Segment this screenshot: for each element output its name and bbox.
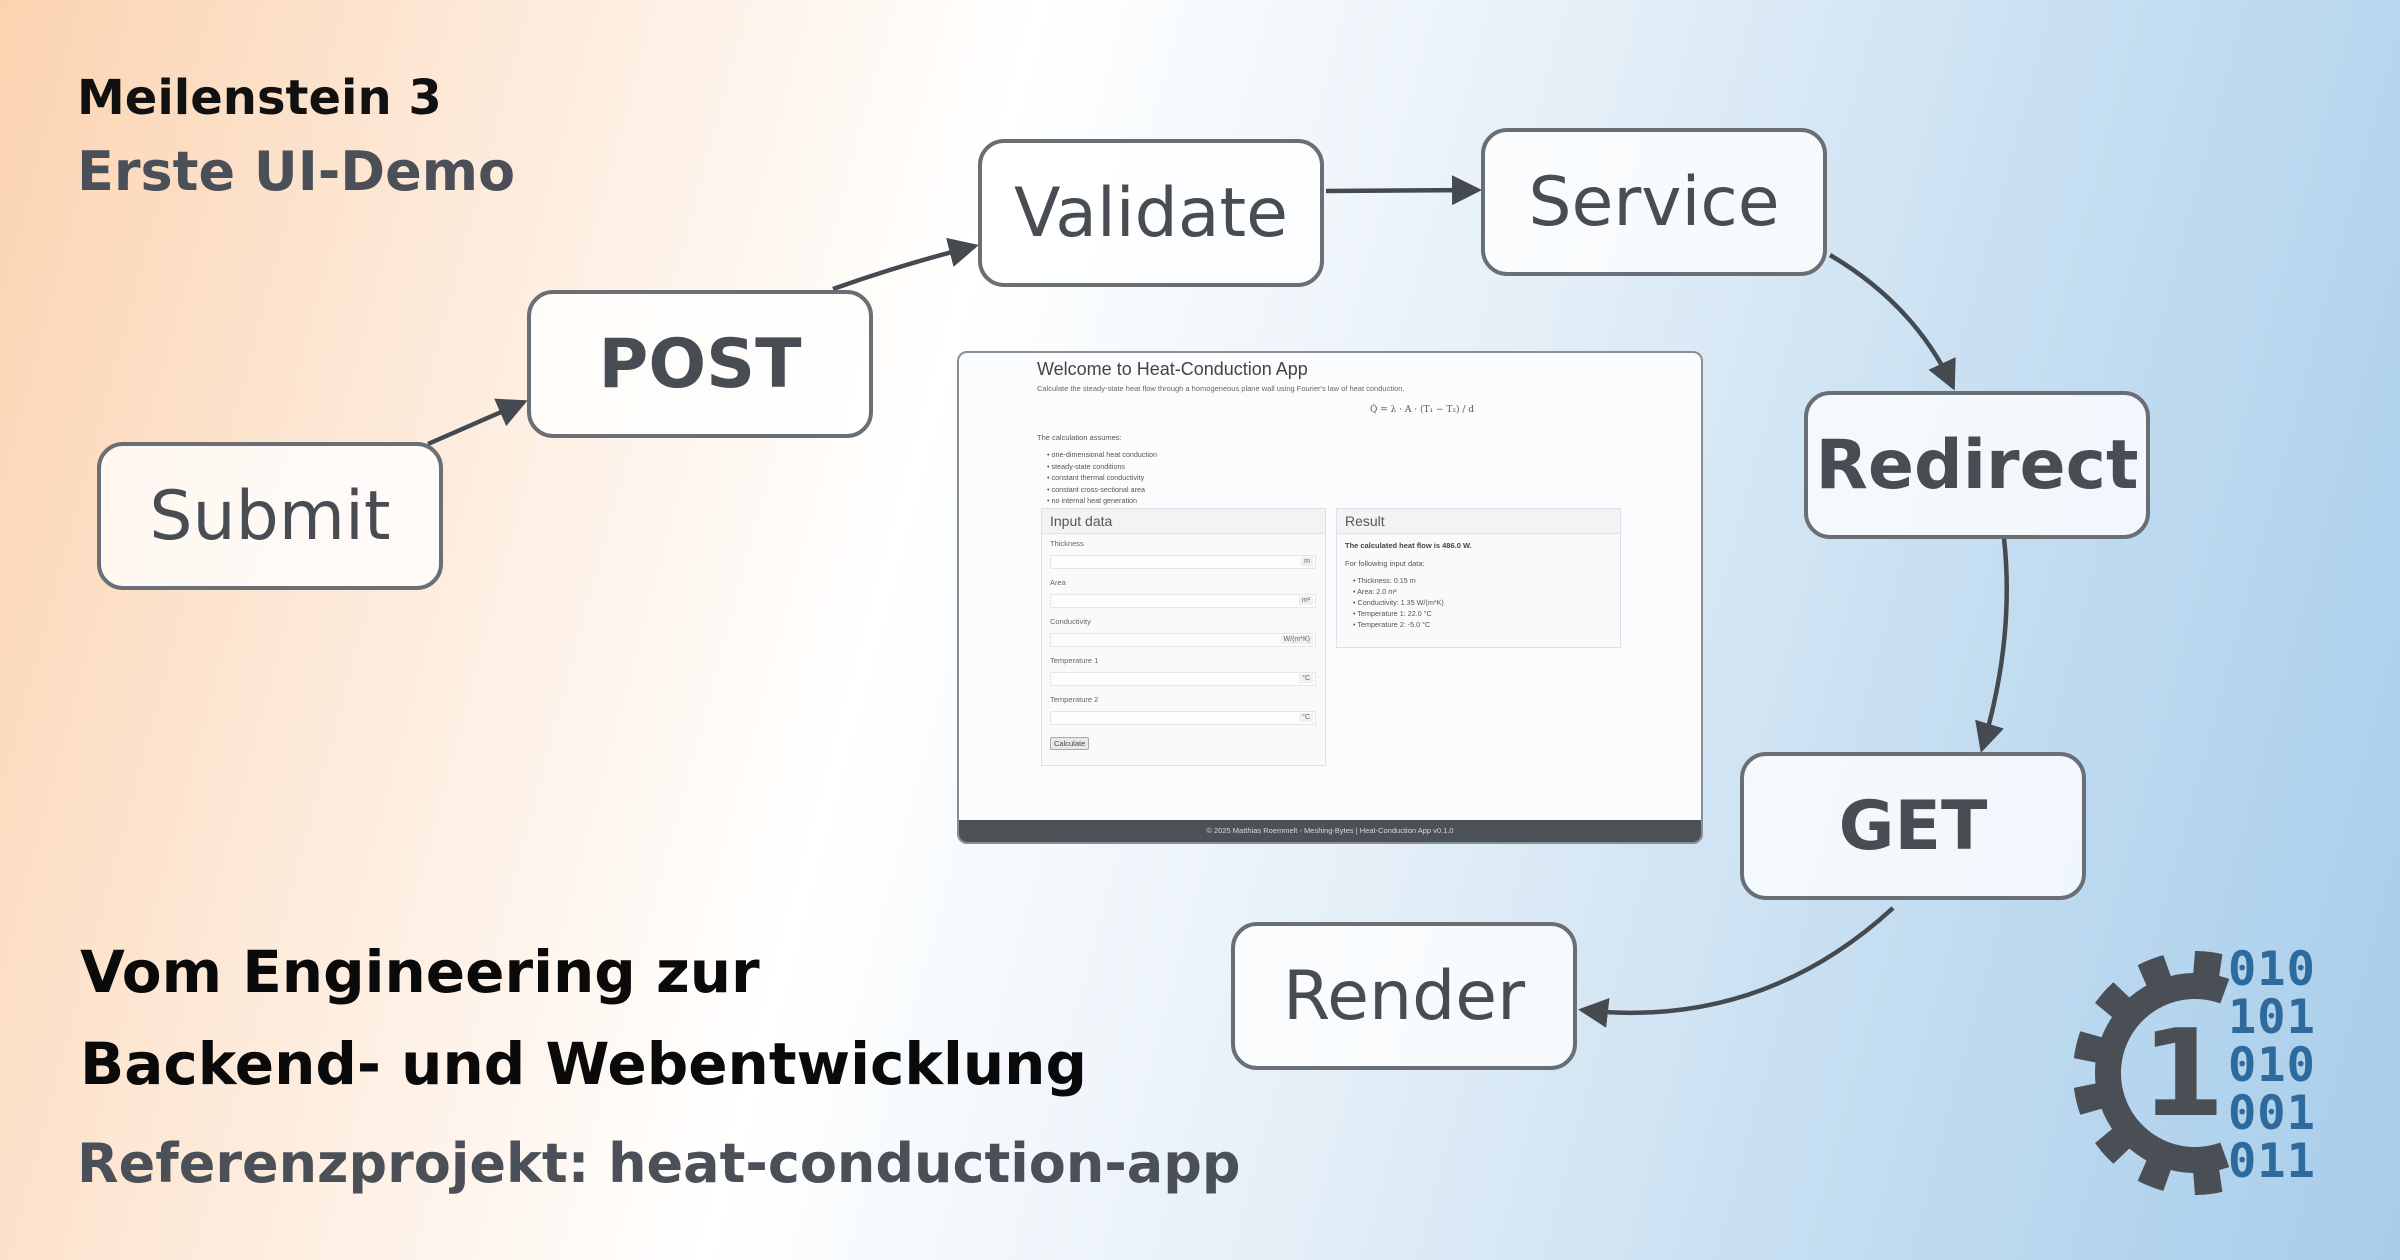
result-value: The calculated heat flow is 486.0 W. bbox=[1345, 541, 1472, 550]
unit-label: °C bbox=[1299, 674, 1313, 683]
unit-label: m² bbox=[1298, 596, 1313, 605]
app-footer: © 2025 Matthias Roemmelt - Meshing-Bytes… bbox=[959, 820, 1701, 842]
input-panel-heading: Input data bbox=[1042, 509, 1325, 534]
list-item: constant thermal conductivity bbox=[1047, 472, 1157, 484]
node-service: Service bbox=[1481, 128, 1827, 276]
list-item: Temperature 1: 22.0 °C bbox=[1353, 608, 1444, 619]
list-item: one-dimensional heat conduction bbox=[1047, 449, 1158, 461]
arrow-get-render bbox=[1578, 906, 1895, 1028]
result-following: For following input data: bbox=[1345, 559, 1425, 568]
formula: Q̇ = λ · A · (T₁ − T₂) / d bbox=[1370, 405, 1475, 415]
main-title-line-1: Vom Engineering zur bbox=[80, 938, 760, 1006]
unit-label: W/(m*K) bbox=[1280, 635, 1313, 644]
node-submit: Submit bbox=[97, 442, 443, 590]
list-item: no internal heat generation bbox=[1047, 495, 1157, 507]
field-label-conductivity: Conductivity bbox=[1050, 617, 1091, 626]
result-list: Thickness: 0.15 m Area: 2.0 m² Conductiv… bbox=[1353, 575, 1444, 630]
app-title: Welcome to Heat-Conduction App bbox=[1037, 359, 1308, 379]
list-item: Conductivity: 1.35 W/(m*K) bbox=[1353, 597, 1444, 608]
arrow-post-validate bbox=[832, 237, 979, 292]
calculate-button[interactable]: Calculate bbox=[1050, 737, 1090, 750]
app-description: Calculate the steady-state heat flow thr… bbox=[1037, 384, 1405, 393]
node-validate-label: Validate bbox=[1013, 173, 1289, 253]
node-redirect: Redirect bbox=[1804, 391, 2150, 539]
result-panel: Result The calculated heat flow is 486.0… bbox=[1336, 508, 1621, 648]
node-get: GET bbox=[1740, 752, 2086, 900]
main-title-line-2: Backend- und Webentwicklung bbox=[80, 1030, 1087, 1098]
node-post-label: POST bbox=[598, 324, 802, 404]
milestone-label: Meilenstein 3 bbox=[77, 70, 442, 126]
result-panel-heading: Result bbox=[1337, 509, 1620, 534]
field-label-temperature-1: Temperature 1 bbox=[1050, 656, 1099, 665]
node-render-label: Render bbox=[1282, 956, 1526, 1036]
area-input[interactable]: m² bbox=[1050, 594, 1316, 608]
arrow-validate-service bbox=[1325, 175, 1482, 206]
field-label-area: Area bbox=[1050, 578, 1066, 587]
field-label-thickness: Thickness bbox=[1050, 539, 1084, 548]
app-screenshot: Welcome to Heat-Conduction App Calculate… bbox=[957, 351, 1703, 844]
list-item: Temperature 2: -5.0 °C bbox=[1353, 619, 1444, 630]
reference-project: Referenzprojekt: heat-conduction-app bbox=[77, 1132, 1241, 1195]
temperature-2-input[interactable]: °C bbox=[1050, 711, 1316, 725]
bit-row: 011 bbox=[2228, 1134, 2316, 1189]
field-label-temperature-2: Temperature 2 bbox=[1050, 695, 1099, 704]
assumptions-label: The calculation assumes: bbox=[1037, 433, 1122, 442]
list-item: constant cross-sectional area bbox=[1047, 484, 1157, 496]
thickness-input[interactable]: m bbox=[1050, 555, 1316, 569]
assumptions-list: one-dimensional heat conduction steady-s… bbox=[1047, 449, 1158, 507]
gear-logo-icon: 1 bbox=[2073, 951, 2230, 1195]
bit-row: 101 bbox=[2228, 990, 2316, 1045]
list-item: steady-state conditions bbox=[1047, 461, 1157, 473]
arrow-submit-post bbox=[427, 398, 528, 447]
node-submit-label: Submit bbox=[149, 476, 391, 556]
list-item: Area: 2.0 m² bbox=[1353, 586, 1444, 597]
node-service-label: Service bbox=[1528, 162, 1780, 242]
conductivity-input[interactable]: W/(m*K) bbox=[1050, 633, 1316, 647]
gear-digit: 1 bbox=[2141, 1005, 2225, 1144]
arrow-redirect-get bbox=[1975, 537, 2009, 753]
node-get-label: GET bbox=[1838, 786, 1988, 866]
node-post: POST bbox=[527, 290, 873, 438]
unit-label: m bbox=[1301, 557, 1313, 566]
node-render: Render bbox=[1231, 922, 1577, 1070]
arrow-service-redirect bbox=[1828, 253, 1956, 391]
bit-row: 010 bbox=[2228, 1038, 2316, 1093]
screenshot-content: Welcome to Heat-Conduction App Calculate… bbox=[1037, 359, 1637, 505]
bit-row: 001 bbox=[2228, 1086, 2316, 1141]
temperature-1-input[interactable]: °C bbox=[1050, 672, 1316, 686]
binary-digits: 010 101 010 001 011 bbox=[2228, 946, 2316, 1186]
unit-label: °C bbox=[1299, 713, 1313, 722]
input-panel: Input data Thickness m Area m² Conductiv… bbox=[1041, 508, 1326, 766]
list-item: Thickness: 0.15 m bbox=[1353, 575, 1444, 586]
bit-row: 010 bbox=[2228, 942, 2316, 997]
node-validate: Validate bbox=[978, 139, 1324, 287]
subtitle: Erste UI-Demo bbox=[77, 140, 516, 203]
node-redirect-label: Redirect bbox=[1815, 425, 2139, 505]
